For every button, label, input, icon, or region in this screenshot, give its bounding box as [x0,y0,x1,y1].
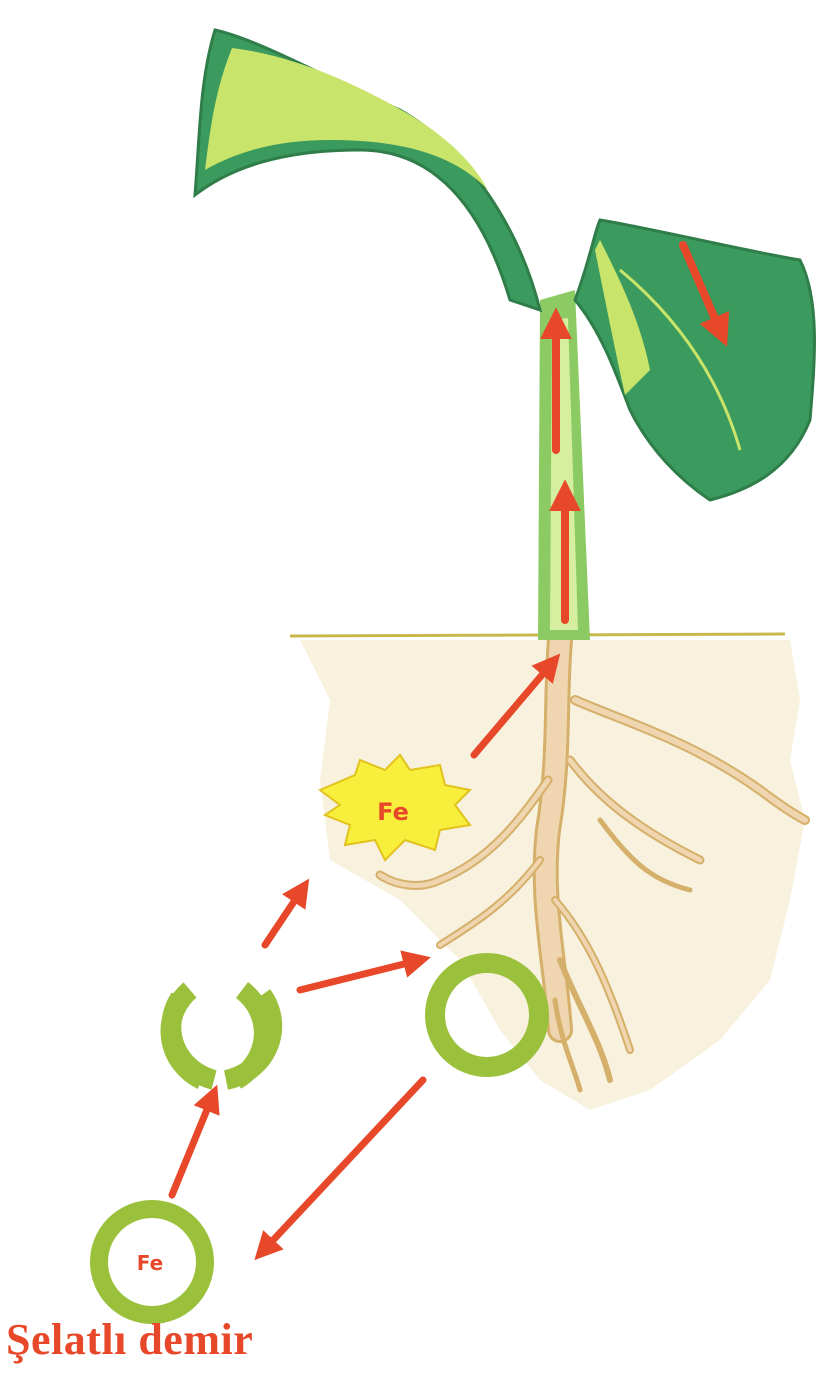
arrow-chelate-to-open-ring [172,1095,213,1195]
fe-star-label: Fe [377,798,409,826]
open-chelate-ring [171,990,273,1080]
soil-surface-line [290,634,785,636]
arrow-ring-to-star [265,888,303,945]
upper-leaf [195,30,540,310]
caption-chelated-iron: Şelatlı demir [6,1318,253,1362]
arrow-ring-to-root [300,960,420,990]
arrow-ring-to-chelate [262,1080,423,1252]
fe-chelate-label: Fe [137,1251,163,1275]
right-leaf [575,220,814,500]
chelated-iron-ring: Fe [99,1209,205,1315]
